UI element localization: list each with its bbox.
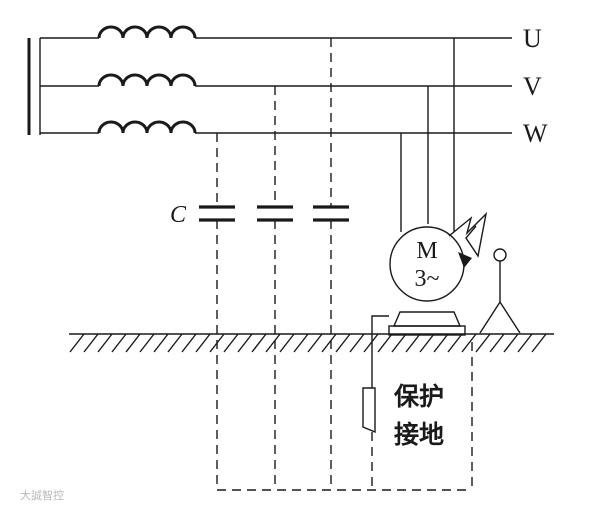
protective-ground-conductor (362, 315, 389, 434)
transformer-core (27, 38, 41, 135)
fault-arrow-icon (448, 211, 488, 268)
coil-u (97, 25, 197, 39)
capacitance-label: C (170, 202, 187, 228)
person-icon (479, 248, 521, 334)
watermark: 大誠智控 (20, 488, 64, 502)
leakage-return-path (217, 342, 473, 491)
motor-label-m: M (416, 238, 437, 264)
phase-lines (40, 25, 512, 134)
motor-label-phases: 3~ (415, 266, 440, 292)
motor-feed-wires (400, 38, 455, 232)
protective-grounding-label-line1: 保护 (393, 382, 444, 411)
phase-label-v: V (523, 72, 542, 101)
phase-label-u: U (523, 24, 542, 53)
coil-w (97, 120, 197, 134)
protective-grounding-label-line2: 接地 (394, 420, 444, 449)
coil-v (97, 73, 197, 87)
stray-capacitance (199, 38, 349, 490)
motor (388, 226, 466, 336)
ground-surface (69, 333, 554, 353)
phase-label-w: W (523, 119, 548, 148)
